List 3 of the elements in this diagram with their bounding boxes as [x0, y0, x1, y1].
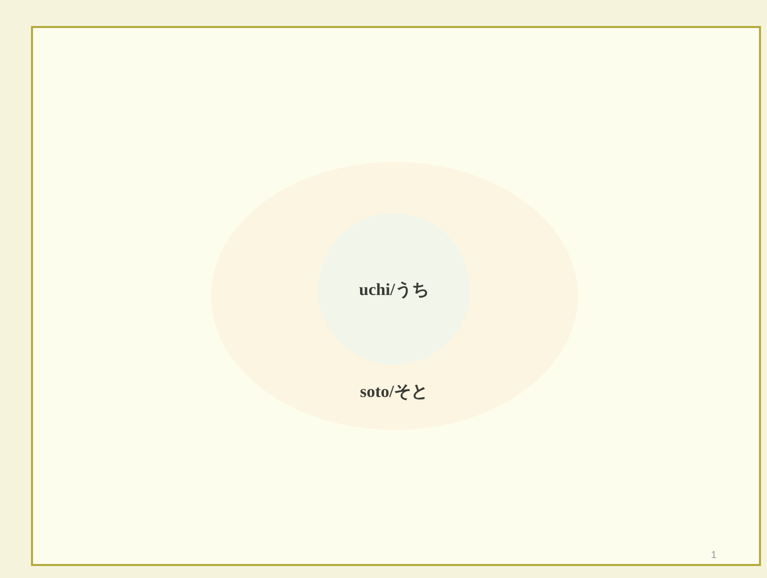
- page-number: 1: [711, 550, 717, 561]
- node-label: uchi/うち: [359, 279, 429, 301]
- node-label: soto/そと: [360, 381, 428, 403]
